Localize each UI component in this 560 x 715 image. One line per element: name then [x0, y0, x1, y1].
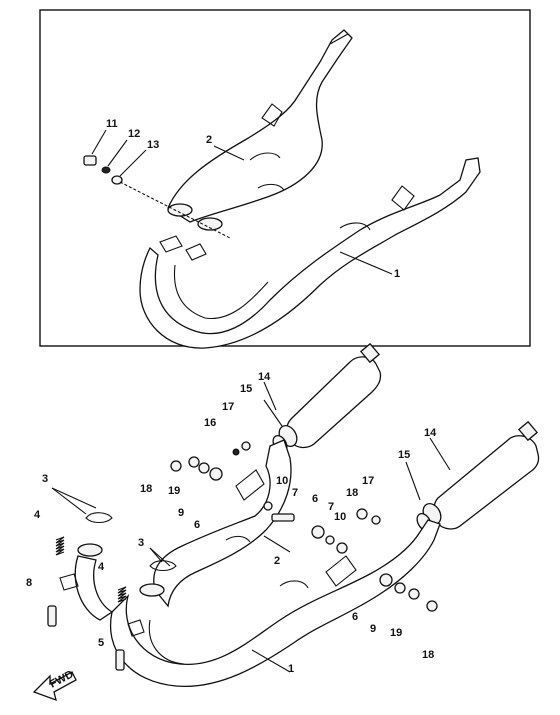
callout-label-b14b: 14	[424, 427, 437, 439]
callout-label-b4b: 4	[98, 561, 105, 573]
grommet-6a	[209, 467, 223, 481]
callout-label-b10a: 10	[276, 475, 288, 487]
exhaust-pipe-1-bottom	[110, 519, 441, 688]
washer-12	[101, 166, 111, 174]
callout-label-b19b: 19	[390, 627, 402, 639]
callout-label-b14a: 14	[258, 371, 271, 383]
grommet-6c	[379, 573, 393, 587]
callout-label-b3b: 3	[138, 537, 144, 549]
washer-19b	[408, 588, 420, 600]
callout-label-b17a: 17	[222, 401, 234, 413]
callout-label-b18c: 18	[422, 649, 434, 661]
callout-label-b9b: 9	[370, 623, 376, 635]
callout-label-t12: 12	[128, 128, 140, 140]
bolt-7a	[271, 513, 295, 522]
washer-9b	[394, 582, 406, 594]
muffler-lower	[433, 420, 540, 530]
bolts-left	[47, 605, 125, 671]
callout-label-b1: 1	[288, 663, 294, 675]
callout-label-t11: 11	[106, 118, 118, 130]
washer-9a	[198, 462, 210, 474]
exhaust-pipe-lower	[139, 157, 481, 349]
callout-label-b15b: 15	[398, 449, 410, 461]
assembly-line	[119, 181, 231, 239]
springs	[55, 536, 127, 603]
nut-17b	[371, 515, 381, 525]
bolt-11	[83, 155, 97, 166]
header-flanges-top	[159, 203, 223, 261]
callout-label-b18b: 18	[346, 487, 358, 499]
callout-label-b4a: 4	[34, 509, 41, 521]
nut-13	[111, 175, 123, 185]
washer-19a	[188, 456, 200, 468]
grommet-6b	[311, 525, 325, 539]
callout-label-b19a: 19	[168, 485, 180, 497]
callout-label-b8a: 8	[26, 577, 32, 589]
washer-10b	[336, 542, 348, 554]
callout-label-b3a: 3	[42, 473, 48, 485]
leader-lines-top	[91, 129, 393, 275]
nut-18a	[170, 460, 182, 472]
callout-label-b5: 5	[98, 637, 104, 649]
callout-label-b6a: 6	[194, 519, 200, 531]
callout-label-b6c: 6	[352, 611, 358, 623]
muffler-upper	[286, 342, 382, 449]
callout-label-b2: 2	[274, 555, 280, 567]
nut-17a	[241, 441, 251, 451]
bolt-washer-nut-top	[83, 155, 231, 239]
callout-label-t2: 2	[206, 134, 212, 146]
header-flanges-bottom	[59, 543, 165, 637]
forward-arrow: FWD	[32, 668, 77, 702]
top-callout-labels: 11 12 13 2 1	[106, 118, 400, 280]
callout-label-b7a: 7	[292, 487, 298, 499]
callout-label-t1: 1	[394, 268, 400, 280]
nut-18b	[356, 508, 368, 520]
top-view-frame	[39, 9, 531, 347]
washer-16	[232, 448, 240, 456]
callout-label-b16: 16	[204, 417, 216, 429]
callout-label-b15a: 15	[240, 383, 252, 395]
callout-label-t13: 13	[147, 139, 159, 151]
nut-18c	[426, 600, 438, 612]
exhaust-pipe-upper	[167, 29, 353, 223]
washer-10a	[263, 501, 273, 511]
bolt-7b	[325, 535, 335, 545]
callout-label-b6b: 6	[312, 493, 318, 505]
callout-label-b17b: 17	[362, 475, 374, 487]
exhaust-pipe-2-bottom	[153, 439, 292, 608]
callout-label-b18a: 18	[140, 483, 152, 495]
callout-label-b7b: 7	[328, 501, 334, 513]
hardware-lower-bracket	[311, 508, 438, 612]
clips	[85, 512, 177, 572]
callout-label-b10b: 10	[334, 511, 346, 523]
hardware-upper-bracket	[170, 441, 295, 522]
callout-label-b9a: 9	[178, 507, 184, 519]
leader-lines-bottom	[51, 381, 451, 673]
